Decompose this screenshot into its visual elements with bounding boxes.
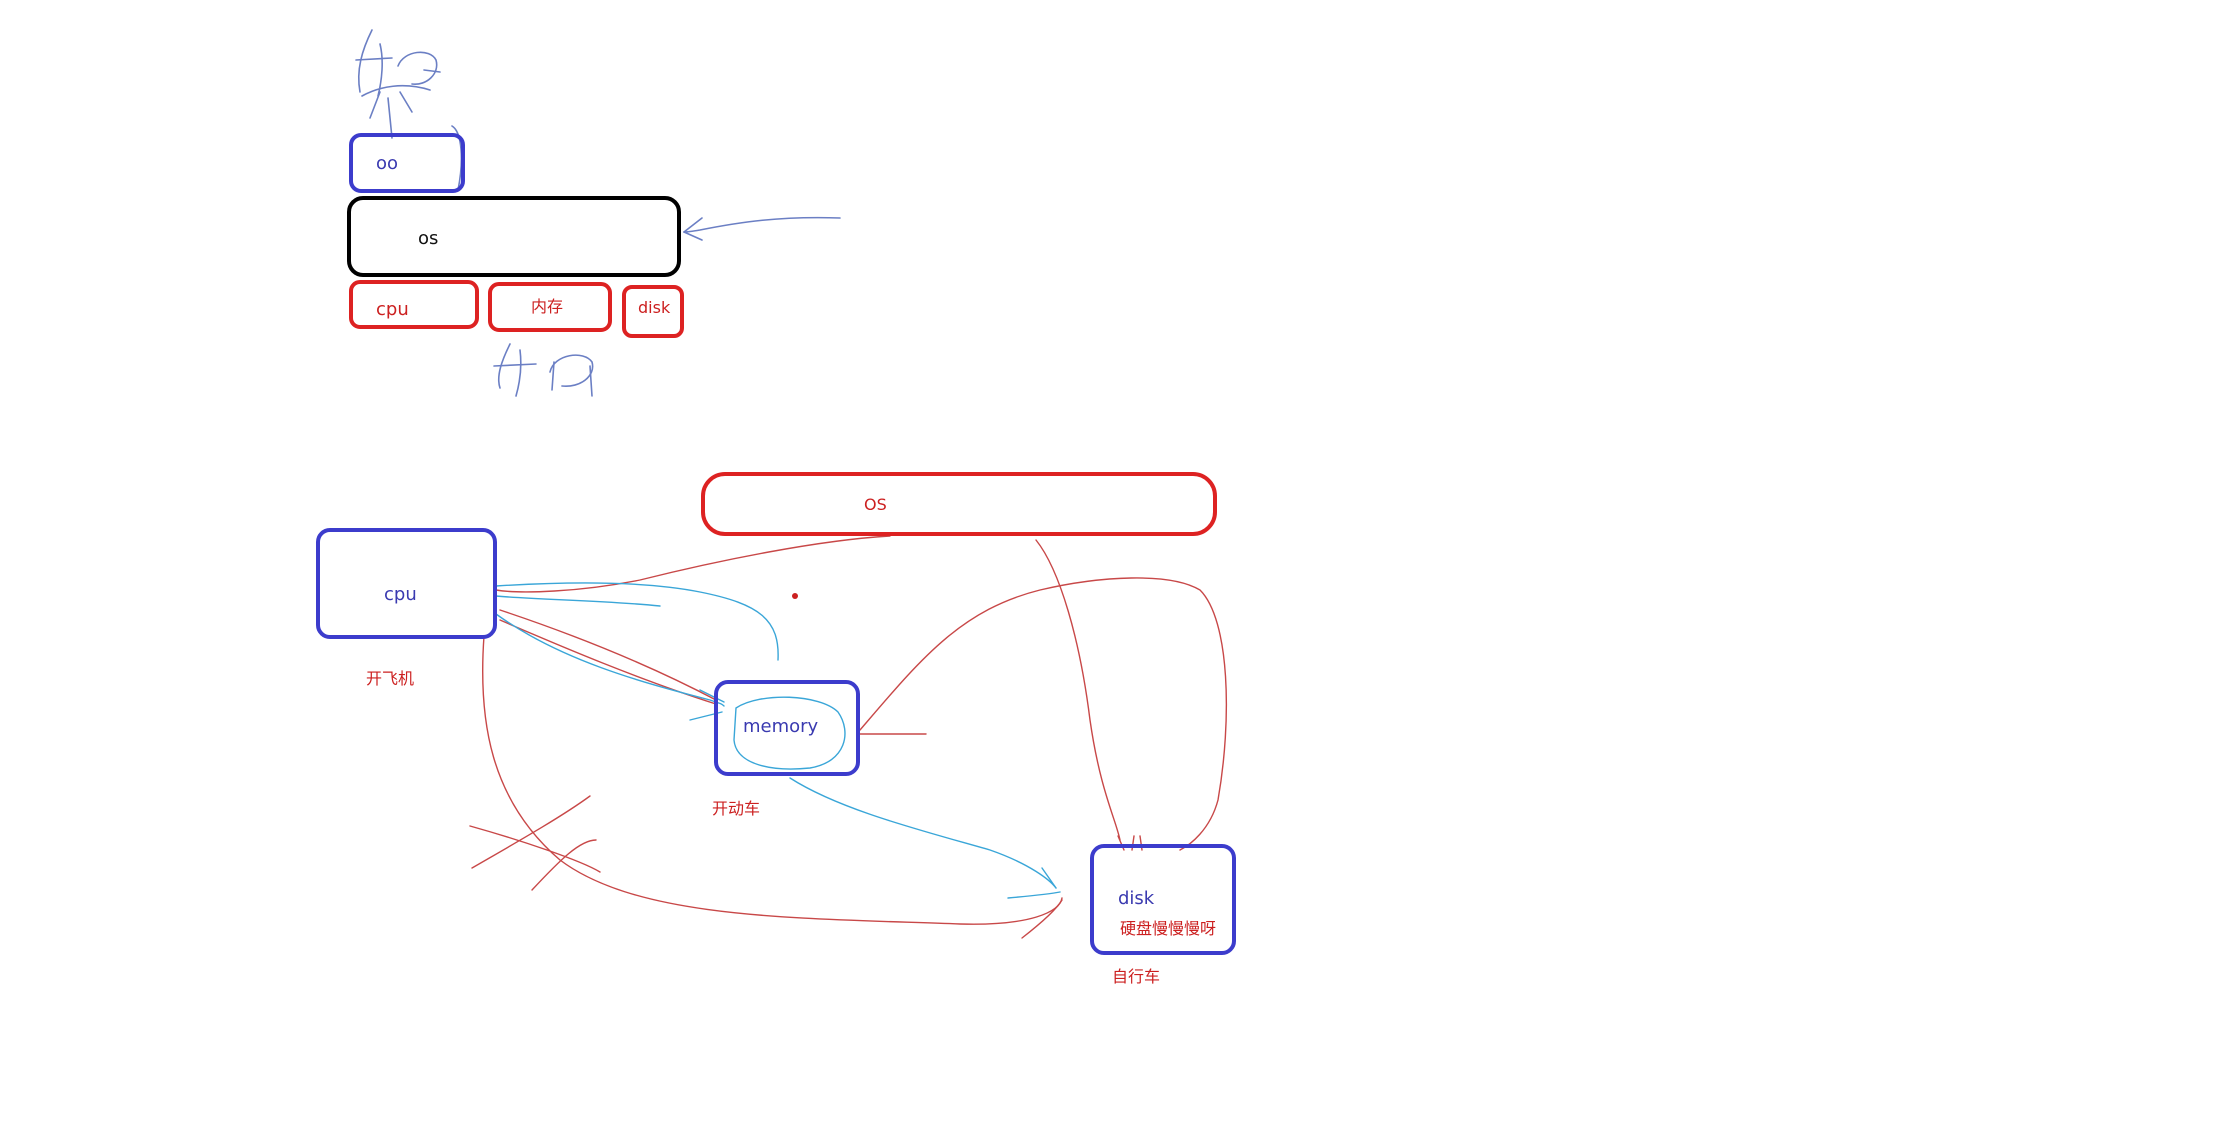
cpu-node-note: 开飞机 bbox=[366, 669, 414, 688]
hardware-disk-label: disk bbox=[638, 298, 671, 317]
hardware-cpu-box: cpu bbox=[349, 280, 479, 329]
os-bar-label: OS bbox=[864, 495, 887, 514]
cyan-connection-strokes bbox=[495, 582, 1061, 899]
top-stack-diagram: oo os cpu 内存 disk bbox=[347, 29, 841, 397]
os-box: os bbox=[347, 196, 681, 277]
arrow-to-os bbox=[683, 216, 841, 241]
os-bar: OS bbox=[701, 472, 1217, 536]
hardware-disk-box: disk bbox=[622, 285, 684, 338]
cpu-node-label: cpu bbox=[384, 584, 417, 605]
app-box-label: oo bbox=[376, 153, 398, 174]
cpu-node: cpu 开飞机 bbox=[316, 528, 497, 688]
hardware-row: cpu 内存 disk bbox=[349, 280, 684, 338]
disk-node-note: 自行车 bbox=[1112, 967, 1160, 986]
red-connection-strokes bbox=[469, 535, 1228, 939]
disk-node-inner-note: 硬盘慢慢慢呀 bbox=[1120, 919, 1216, 938]
handwritten-scribble-top bbox=[355, 29, 463, 191]
disk-node-label: disk bbox=[1118, 888, 1155, 909]
bottom-diagram: OS cpu 开飞机 memory 开动车 disk 硬盘慢慢慢呀 自行车 bbox=[316, 472, 1236, 986]
disk-node: disk 硬盘慢慢慢呀 自行车 bbox=[1090, 844, 1236, 986]
memory-node-note: 开动车 bbox=[712, 799, 760, 818]
memory-node: memory 开动车 bbox=[712, 680, 860, 818]
handwritten-scribble-bottom bbox=[493, 343, 594, 397]
hardware-memory-label: 内存 bbox=[531, 297, 563, 316]
hardware-memory-box: 内存 bbox=[488, 282, 612, 332]
os-box-label: os bbox=[418, 228, 438, 249]
app-box: oo bbox=[349, 133, 465, 193]
memory-node-label: memory bbox=[743, 716, 819, 737]
hardware-cpu-label: cpu bbox=[376, 299, 409, 320]
